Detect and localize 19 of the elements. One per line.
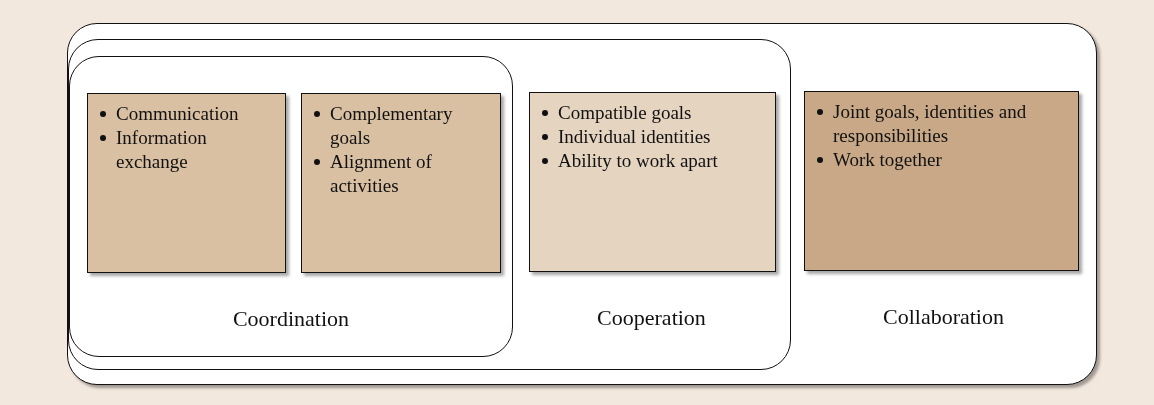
group-title: Coordination — [231, 306, 351, 332]
bullet-item: Complementary goals — [330, 102, 454, 150]
bullet-item: Work together — [833, 148, 942, 172]
bullet-item: Alignment of activities — [330, 150, 433, 198]
bullet-item: Individual identities — [558, 125, 711, 149]
rounded-panel — [68, 39, 791, 370]
bullet-item: Joint goals, identities and responsibilities — [833, 100, 1028, 148]
group-title: Cooperation — [596, 305, 707, 331]
rounded-panel — [67, 23, 1097, 385]
bullet-card — [87, 93, 286, 273]
bullet-item: Communication — [116, 102, 239, 126]
bullet-item: Ability to work apart — [558, 149, 718, 173]
bullet-card — [804, 91, 1079, 271]
group-title: Collaboration — [882, 304, 1005, 330]
bullet-item: Information exchange — [116, 126, 208, 174]
bullet-card — [301, 93, 501, 273]
bullet-card — [529, 92, 776, 272]
bullet-item: Compatible goals — [558, 101, 692, 125]
rounded-panel — [69, 56, 513, 357]
